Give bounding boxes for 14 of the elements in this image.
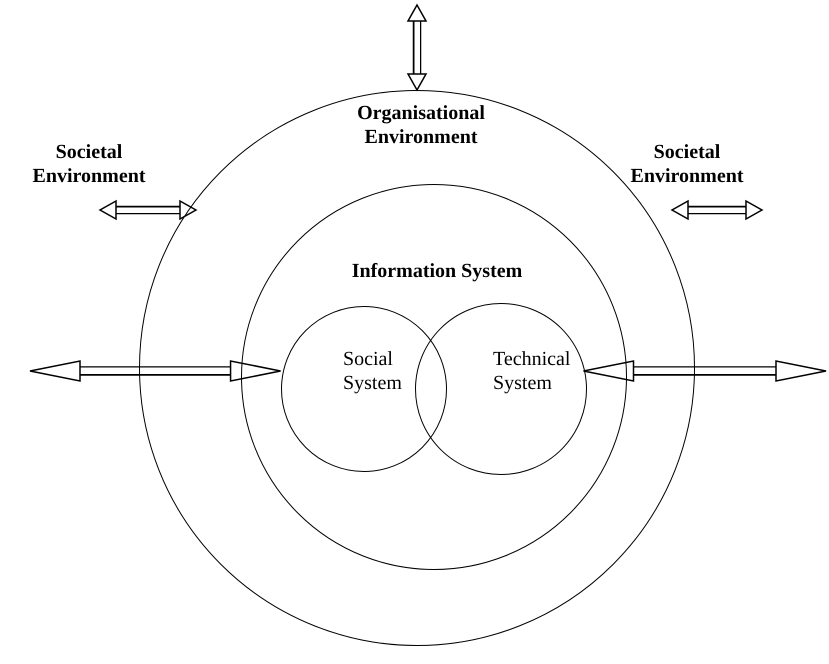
- node-label: Organisational Environment: [356, 101, 486, 149]
- node-label: Technical System: [493, 347, 572, 395]
- double-arrow: [671, 200, 763, 220]
- double-arrow: [29, 360, 282, 382]
- node-label: Societal Environment: [32, 140, 146, 188]
- double-arrow: [99, 200, 197, 220]
- circle: [281, 306, 447, 472]
- circle: [415, 303, 587, 475]
- node-label: Societal Environment: [630, 140, 744, 188]
- node-label: Social System: [343, 347, 403, 395]
- double-arrow: [582, 360, 827, 382]
- circle: [241, 184, 627, 570]
- double-arrow: [407, 4, 427, 91]
- node-label: Information System: [350, 259, 524, 283]
